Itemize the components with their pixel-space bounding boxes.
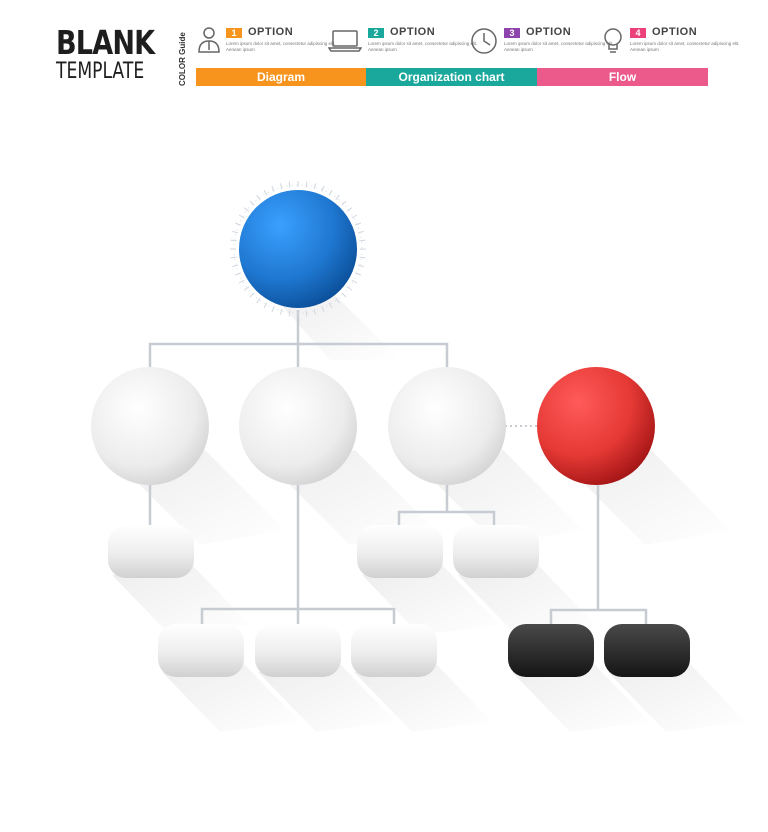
- root-ray: [232, 264, 239, 268]
- option-4: 4 OPTION Lorem ipsum dolor sit amet, con…: [600, 24, 740, 64]
- option-4-number: 4: [630, 28, 646, 38]
- root-ray: [313, 183, 317, 190]
- root-ray: [230, 256, 237, 259]
- option-4-label: OPTION: [652, 26, 698, 38]
- root-ray: [230, 239, 237, 242]
- root-ray: [351, 279, 358, 284]
- root-ray: [335, 194, 340, 201]
- node-level4-a: [158, 624, 244, 677]
- option-1-number: 1: [226, 28, 242, 38]
- root-ray: [249, 292, 255, 298]
- option-2-label: OPTION: [390, 26, 436, 38]
- option-1: 1 OPTION Lorem ipsum dolor sit amet, con…: [196, 24, 336, 64]
- root-ray: [328, 189, 333, 196]
- root-ray: [288, 181, 291, 188]
- node-level4-dark-b: [604, 624, 690, 677]
- root-ray: [321, 306, 325, 313]
- person-icon: [198, 27, 220, 53]
- node-level2-c: [388, 367, 506, 485]
- node-level4-c: [351, 624, 437, 677]
- root-ray: [271, 185, 275, 192]
- option-2-description: Lorem ipsum dolor sit amet, consectetur …: [368, 41, 478, 52]
- option-1-label: OPTION: [248, 26, 294, 38]
- clock-icon: [471, 28, 497, 54]
- category-flow: Flow: [537, 68, 708, 86]
- root-ray: [243, 286, 250, 291]
- laptop-icon: [328, 30, 362, 52]
- root-ray: [346, 286, 353, 291]
- root-ray: [359, 256, 366, 259]
- option-4-description: Lorem ipsum dolor sit amet, consectetur …: [630, 41, 740, 52]
- root-node: [230, 181, 366, 317]
- root-ray: [357, 230, 364, 234]
- connectors: [148, 310, 648, 625]
- level-2-nodes: [91, 367, 655, 485]
- root-ray: [355, 222, 362, 226]
- root-ray: [263, 302, 268, 309]
- level-3-nodes: [108, 525, 539, 578]
- root-ray: [357, 264, 364, 268]
- option-3: 3 OPTION Lorem ipsum dolor sit amet, con…: [470, 24, 614, 64]
- root-ray: [313, 308, 317, 315]
- option-2: 2 OPTION Lorem ipsum dolor sit amet, con…: [328, 24, 478, 64]
- root-ray: [288, 310, 291, 317]
- root-ray: [328, 302, 333, 309]
- node-level2-highlight: [537, 367, 655, 485]
- root-ray: [271, 306, 275, 313]
- level-4-nodes: [158, 624, 690, 677]
- root-ray: [305, 310, 308, 317]
- category-organization-chart: Organization chart: [366, 68, 537, 86]
- lightbulb-icon: [604, 28, 622, 53]
- root-ray: [341, 200, 347, 206]
- root-ray: [243, 207, 250, 212]
- root-ray: [321, 185, 325, 192]
- option-2-number: 2: [368, 28, 384, 38]
- root-ray: [279, 183, 283, 190]
- root-ray: [279, 308, 283, 315]
- root-ray: [335, 297, 340, 304]
- node-level4-b: [255, 624, 341, 677]
- node-level3-a: [108, 525, 194, 578]
- root-ray: [234, 222, 241, 226]
- category-diagram: Diagram: [196, 68, 366, 86]
- option-3-label: OPTION: [526, 26, 572, 38]
- root-ray: [238, 214, 245, 219]
- node-level4-dark-a: [508, 624, 594, 677]
- node-level3-c: [453, 525, 539, 578]
- root-ray: [256, 194, 261, 201]
- title-block: BLANK TEMPLATE: [56, 26, 176, 85]
- root-ray: [256, 297, 261, 304]
- root-ray: [341, 292, 347, 298]
- title-template: TEMPLATE: [56, 59, 145, 84]
- root-ray: [234, 272, 241, 276]
- option-1-description: Lorem ipsum dolor sit amet, consectetur …: [226, 41, 336, 52]
- root-ray: [238, 279, 245, 284]
- root-ray: [355, 272, 362, 276]
- node-level2-b: [239, 367, 357, 485]
- node-level3-b: [357, 525, 443, 578]
- root-ray: [359, 239, 366, 242]
- title-blank: BLANK: [56, 23, 155, 62]
- option-3-description: Lorem ipsum dolor sit amet, consectetur …: [504, 41, 614, 52]
- root-ray: [305, 181, 308, 188]
- node-level2-a: [91, 367, 209, 485]
- root-ray: [232, 230, 239, 234]
- option-3-number: 3: [504, 28, 520, 38]
- root-ray: [263, 189, 268, 196]
- root-ray: [351, 214, 358, 219]
- root-ray: [346, 207, 353, 212]
- root-ray: [249, 200, 255, 206]
